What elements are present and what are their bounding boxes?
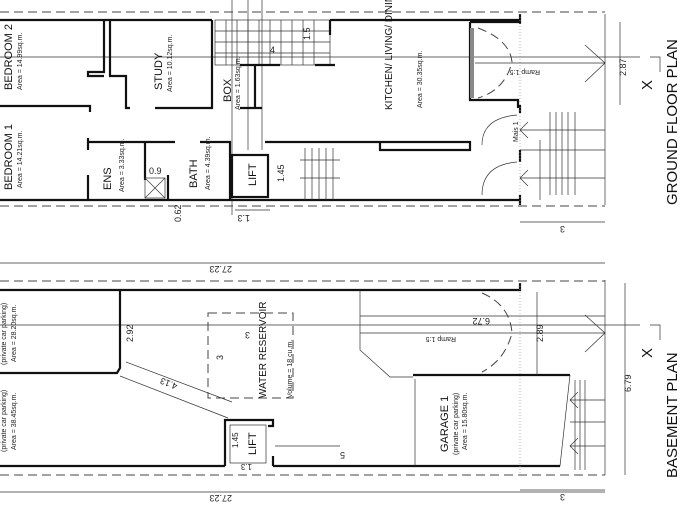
plan-title: BASEMENT PLAN [664,352,680,478]
room-name: BATH [188,159,200,188]
dimension: 6.79 [623,374,633,392]
room-use: (private car parking) [1,303,8,365]
basement-plan: (private car parking) Area = 28.20sq.m. … [0,262,680,503]
dimension: 3 [215,355,225,360]
dimension: 3 [245,330,250,340]
interior-walls [0,20,214,112]
room-area: Area = 28.20sq.m. [11,305,18,362]
ramp-label: Ramp 1:5 [510,68,540,75]
room-name: STUDY [153,52,165,90]
step-label: Mais 1 [513,121,520,142]
room-area: Area = 4.39sq.m. [205,136,212,190]
section-marker: X [639,348,656,358]
dimension: 5 [340,450,345,460]
stair-treads [300,148,340,200]
diagonal-dimension [119,361,233,419]
dimension: 1.45 [276,164,286,182]
dimension: 1.3 [237,213,250,223]
dimension: 2.92 [125,324,135,342]
section-marker-line [650,56,661,72]
outer-walls [0,18,520,202]
door-swing-arc [477,27,513,99]
dimension: 2.87 [618,58,628,76]
basement-steps [569,380,605,470]
ramp-edge [359,290,413,378]
ramp-arrow-and-dims [360,283,626,491]
shower-cross [144,177,166,199]
parking-divider [0,290,122,375]
door-swing-arc [481,292,513,373]
lift-walls [223,418,275,466]
dimension: 1.5 [302,27,312,40]
water-reservoir [207,312,294,399]
shower-tray [144,177,166,199]
room-area: Area = 15.80sq.m. [462,393,469,450]
door-arcs [481,114,518,196]
dimension: 0.62 [173,204,183,222]
room-name: BEDROOM 1 [3,124,15,190]
front-steps [519,112,605,195]
dimension-lines [235,22,621,223]
room-name: WATER RESERVOIR [258,302,269,399]
section-marker: X [639,80,656,90]
section-marker-line [650,324,661,340]
dimension: 4 [270,45,275,55]
lift-shaft [230,153,270,199]
room-area: Area = 30.35sq.m. [417,51,424,108]
bedroom1-walls [86,138,232,200]
dimension: 6.72 [472,316,490,326]
box-walls [240,20,335,110]
room-name: LIFT [247,163,259,186]
lift-shaft [229,424,267,464]
room-name: KITCHEN/ LIVING/ DINING [384,0,395,110]
ground-floor-plan: BEDROOM 2 Area = 14.99sq.m. STUDY Area =… [0,0,680,234]
room-use: (private car parking) [1,390,8,452]
room-area: Area = 14.21sq.m. [17,131,24,188]
ramp-label: Ramp 1:5 [426,335,456,342]
room-area: Area = 38.45sq.m. [11,393,18,450]
dimension: 3 [560,224,565,234]
room-area: Area = 1.63sq.m. [235,56,242,110]
kitchen-walls [468,20,520,108]
staircase-treads [215,20,330,65]
dimension: 0.9 [149,166,162,176]
room-area: Area = 14.99sq.m. [17,33,24,90]
room-area: Volume = 18 cu.m. [287,340,294,398]
room-area: Area = 10.12sq.m. [167,35,174,92]
room-name: ENS [102,167,114,190]
room-name: BEDROOM 2 [3,24,15,90]
dimension: 3 [560,492,565,502]
dimension: 27.23 [209,264,232,274]
room-use: (private car parking) [453,393,460,455]
dimension: 1.3 [240,462,252,471]
plan-title: GROUND FLOOR PLAN [664,39,680,205]
room-name: BOX [222,78,234,102]
dimension: 27.23 [209,493,232,503]
room-area: Area = 3.33sq.m. [119,138,126,192]
ramp-arrow [475,44,606,83]
dimension: 2.89 [535,324,545,342]
room-name: GARAGE 1 [439,396,451,452]
stair-walls [265,140,472,152]
room-name: LIFT [247,432,259,455]
dimension: 1.45 [231,432,240,448]
glazed-screen [470,28,474,98]
garage-outline [414,374,571,467]
